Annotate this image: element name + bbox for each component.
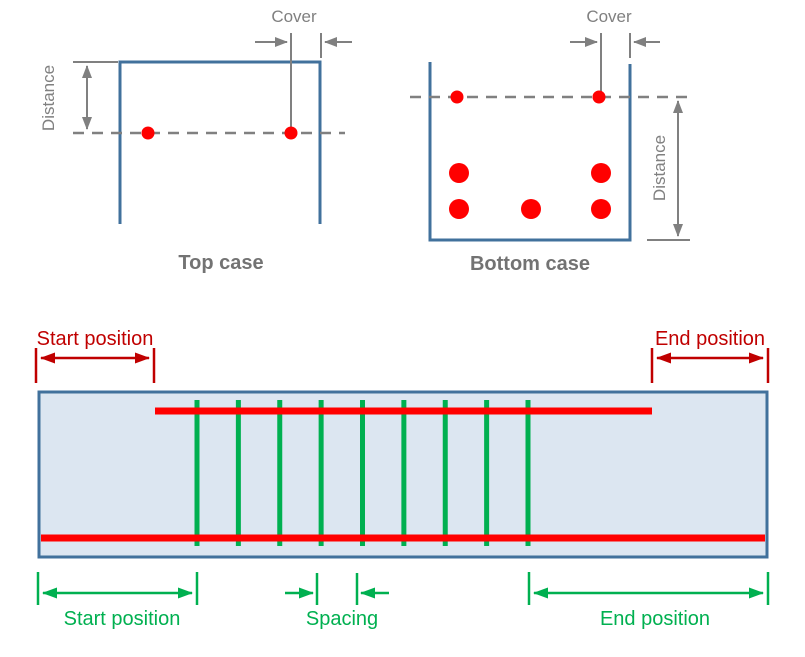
bottom-case-outline	[428, 62, 632, 242]
rebar-dot	[450, 90, 464, 104]
spacing-label: Spacing	[306, 608, 378, 630]
bottom-case-section: Cover Distance Bottom case	[410, 7, 690, 275]
bar-start-position-label: Start position	[37, 328, 154, 350]
beam-elevation: Start position End position Start positi…	[34, 328, 770, 630]
rebar-dot	[141, 126, 155, 140]
stirrup-start-position-label: Start position	[64, 608, 181, 630]
top-case-outline	[118, 60, 322, 224]
top-case-section: Cover Distance Top case	[39, 7, 352, 274]
bottom-case-title: Bottom case	[470, 253, 590, 275]
bar-end-position-label: End position	[655, 328, 765, 350]
top-case-distance-label: Distance	[39, 65, 58, 131]
main-bar-dot	[591, 199, 611, 219]
stirrups-group	[194, 400, 531, 546]
main-bar-dot	[449, 199, 469, 219]
main-bar-dot	[521, 199, 541, 219]
bottom-case-distance-label: Distance	[650, 135, 669, 201]
top-case-cover-label: Cover	[271, 7, 317, 26]
main-bar-dot	[591, 163, 611, 183]
bottom-case-cover-label: Cover	[586, 7, 632, 26]
top-case-title: Top case	[178, 252, 263, 274]
main-bar-dot	[449, 163, 469, 183]
rebar-dot	[284, 126, 298, 140]
stirrup-end-position-label: End position	[600, 608, 710, 630]
rebar-dot	[592, 90, 606, 104]
